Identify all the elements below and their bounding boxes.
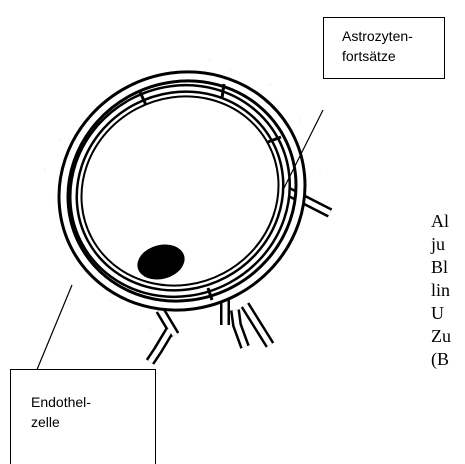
endothelial-label-box: Endothel- zelle bbox=[10, 369, 156, 464]
body-text-line: U bbox=[431, 302, 451, 325]
astrocyte-label-line-2: fortsätze bbox=[342, 46, 444, 66]
endothelial-label-line-2: zelle bbox=[31, 412, 155, 432]
cropped-body-text: Al ju Bl lin U Zu (B bbox=[431, 210, 451, 371]
astrocyte-label-line-1: Astrozyten- bbox=[342, 26, 444, 46]
endothelial-ring bbox=[37, 51, 323, 331]
body-text-line: Zu bbox=[431, 325, 451, 348]
endothelial-label-line-1: Endothel- bbox=[31, 392, 155, 412]
body-text-line: ju bbox=[431, 233, 451, 256]
body-text-line: Al bbox=[431, 210, 451, 233]
body-text-line: lin bbox=[431, 279, 451, 302]
body-text-line: (B bbox=[431, 348, 451, 371]
endothelial-leader-line bbox=[36, 285, 72, 372]
body-text-line: Bl bbox=[431, 256, 451, 279]
astrocyte-label-box: Astrozyten- fortsätze bbox=[323, 17, 445, 79]
